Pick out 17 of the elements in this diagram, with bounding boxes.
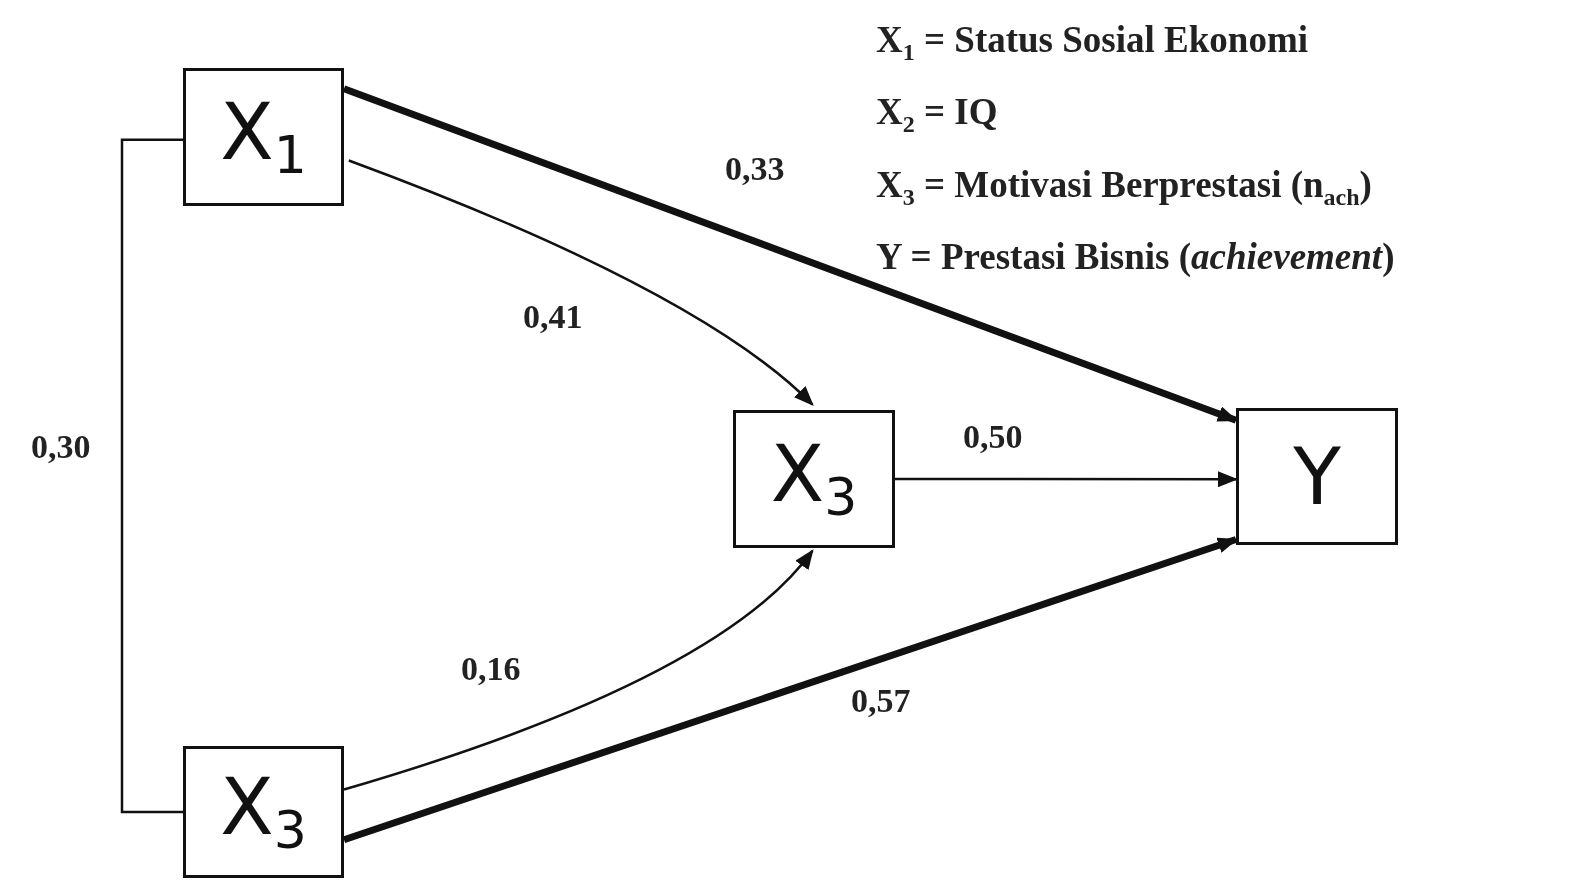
arrow bbox=[895, 471, 1238, 488]
variable-box bbox=[1236, 408, 1398, 545]
arrow bbox=[342, 85, 1238, 424]
variable-box bbox=[733, 410, 895, 548]
variable-box bbox=[183, 68, 344, 206]
definition-text: X$_{3}$ = Motivasi Berprestasi (n$_{ach}$) bbox=[876, 162, 1373, 213]
variable-name: X$_{3}$ bbox=[220, 768, 307, 856]
variable-name: Y bbox=[1293, 437, 1341, 516]
definition-text: Y = Prestasi Bisnis (achievement) bbox=[876, 235, 1395, 280]
arrow bbox=[342, 536, 1238, 844]
variable-name: X$_{1}$ bbox=[220, 93, 307, 181]
variable-name: X$_{3}$ bbox=[770, 435, 858, 523]
arrow bbox=[348, 159, 814, 406]
definition-text: X$_{1}$ = Status Sosial Ekonomi bbox=[876, 18, 1309, 68]
definition-text: X$_{2}$ = IQ bbox=[876, 90, 999, 140]
arrow bbox=[343, 549, 814, 791]
variable-box bbox=[183, 746, 344, 878]
